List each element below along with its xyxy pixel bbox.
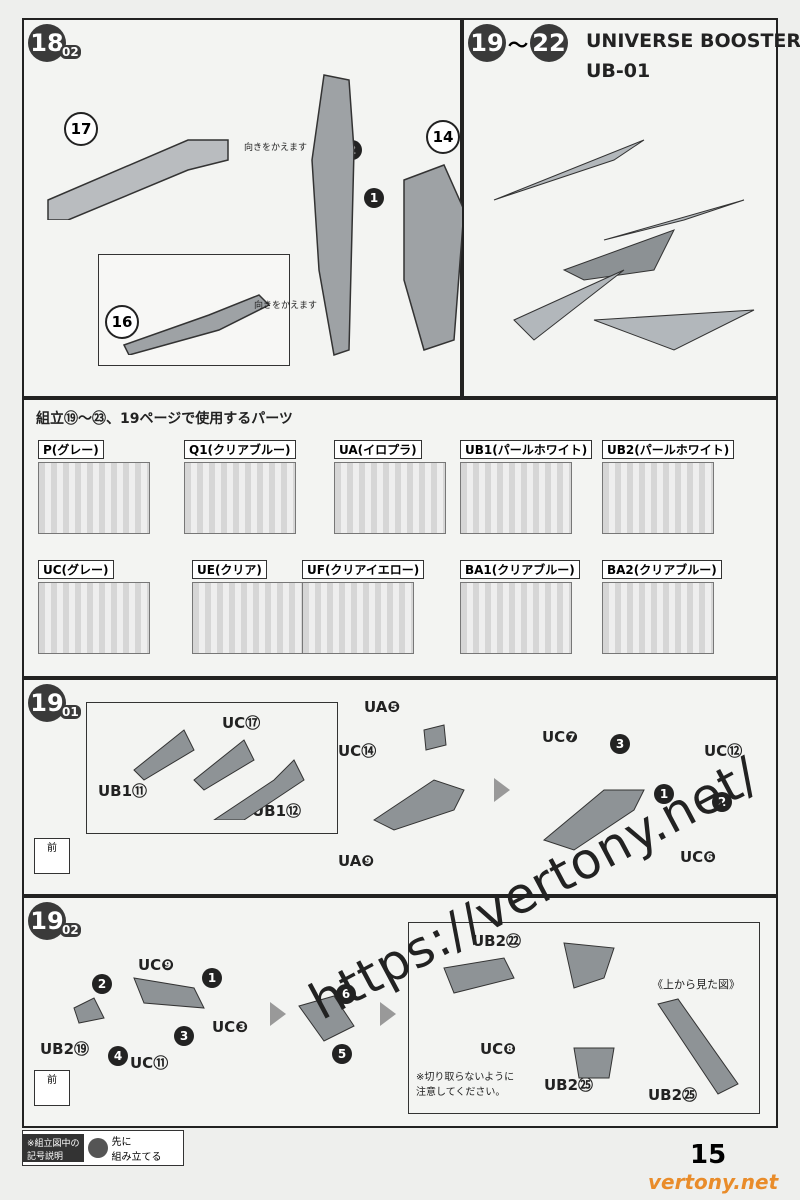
assembly-order-5: 5 xyxy=(332,1044,352,1064)
runner-illustration xyxy=(460,462,572,534)
flow-arrow xyxy=(494,778,510,802)
page-number: 15 xyxy=(690,1140,727,1170)
label-ub1-11: UB1⑪ xyxy=(98,782,148,800)
assembly-19-01b-illustration xyxy=(542,789,645,851)
assembly-order-3: 3 xyxy=(610,734,630,754)
step-number-18: 18 02 xyxy=(28,24,81,62)
part-callout-16: 16 xyxy=(105,305,139,339)
step-19-01-panel: 19 01 UC⑰ UB1⑪ UB1⑫ UA❺ UC⑭ UA❾ UC❼ UC⑫ … xyxy=(22,678,778,896)
label-uc3: UC❸ xyxy=(212,1018,248,1036)
runner-label: UC(グレー) xyxy=(38,560,114,579)
runner-illustration xyxy=(602,582,714,654)
assembly-order-3: 3 xyxy=(174,1026,194,1046)
front-indicator: 前 xyxy=(34,838,70,874)
top-view-label: 《上から見た図》 xyxy=(652,978,740,991)
turn-note-2: 向きをかえます xyxy=(254,301,318,311)
runner-label: UB2(パールホワイト) xyxy=(602,440,735,459)
top-view-illustration xyxy=(657,998,739,1095)
watermark-site: vertony.net xyxy=(648,1170,779,1194)
step-19-02-panel: 19 02 UC❾ UC❸ UC⑪ UB2⑲ 2 1 3 4 6 5 UB2㉒ … xyxy=(22,896,778,1128)
universe-booster-panel: 19 〜 22 UNIVERSE BOOSTER UB-01 xyxy=(462,18,800,398)
assembly-order-1: 1 xyxy=(364,188,384,208)
runner-label: UA(イロプラ) xyxy=(334,440,422,459)
label-ub2-22: UB2㉒ xyxy=(472,932,522,950)
parts-panel: 組立⑲〜㉓、19ページで使用するパーツ P(グレー) Q1(クリアブルー) UA(イ… xyxy=(22,398,778,678)
assembly-order-2: 2 xyxy=(92,974,112,994)
label-uc8: UC❽ xyxy=(480,1040,516,1058)
sub-step-16-box: 16 xyxy=(98,254,290,366)
ub2-parts-illustration xyxy=(443,942,615,1079)
step-range: 19 〜 22 xyxy=(468,24,568,62)
booster-title: UNIVERSE BOOSTER xyxy=(586,30,800,52)
label-ua9: UA❾ xyxy=(338,852,375,870)
part-17-illustration xyxy=(47,139,229,220)
flow-arrow xyxy=(270,1002,286,1026)
runner-illustration xyxy=(184,462,296,534)
runner-label: Q1(クリアブルー) xyxy=(184,440,296,459)
assembly-19-02-illustration xyxy=(73,977,205,1024)
label-ub2-25b: UB2㉕ xyxy=(648,1086,698,1104)
runner-label: UB1(パールホワイト) xyxy=(460,440,593,459)
runner-label: BA2(クリアブルー) xyxy=(602,560,722,579)
legend: ※組立図中の 記号説明 先に 組み立てる xyxy=(22,1130,184,1166)
part-14-illustration xyxy=(403,164,465,351)
label-ub2-19: UB2⑲ xyxy=(40,1040,90,1058)
label-uc17: UC⑰ xyxy=(222,714,261,732)
label-ub2-25a: UB2㉕ xyxy=(544,1076,594,1094)
runner-label: P(グレー) xyxy=(38,440,104,459)
runner-illustration xyxy=(460,582,572,654)
caution-note: ※切り取らないように 注意してください。 xyxy=(416,1072,515,1098)
front-indicator: 前 xyxy=(34,1070,70,1106)
runner-illustration xyxy=(38,582,150,654)
assembly-19-01-illustration xyxy=(373,724,465,831)
runner-illustration xyxy=(192,582,304,654)
assembly-order-6: 6 xyxy=(336,984,356,1004)
assembly-order-1: 1 xyxy=(202,968,222,988)
label-uc14: UC⑭ xyxy=(338,742,377,760)
step-18-panel: 18 02 17 14 向きをかえます 2 1 16 向きをかえます xyxy=(22,18,465,398)
assembly-order-1: 1 xyxy=(654,784,674,804)
part-16-illustration xyxy=(122,294,271,355)
label-ua5: UA❺ xyxy=(364,698,401,716)
booster-subtitle: UB-01 xyxy=(586,60,651,82)
runner-label: UF(クリアイエロー) xyxy=(302,560,425,579)
runner-illustration xyxy=(302,582,414,654)
panel-part-illustration xyxy=(311,74,355,356)
assembly-order-4: 4 xyxy=(108,1046,128,1066)
flow-arrow-2 xyxy=(380,1002,396,1026)
label-uc11: UC⑪ xyxy=(130,1054,169,1072)
part-callout-14: 14 xyxy=(426,120,460,154)
label-uc12: UC⑫ xyxy=(704,742,743,760)
legend-icon xyxy=(87,1138,108,1158)
step-number-19-02: 19 02 xyxy=(28,902,81,940)
assembly-19-02b-illustration xyxy=(298,995,355,1042)
label-uc7: UC❼ xyxy=(542,728,578,746)
assembly-order-2: 2 xyxy=(712,792,732,812)
sub-step-box xyxy=(408,922,760,1114)
legend-text: 先に 組み立てる xyxy=(111,1137,162,1163)
parts-heading: 組立⑲〜㉓、19ページで使用するパーツ xyxy=(36,411,293,427)
part-callout-17: 17 xyxy=(64,112,98,146)
runner-illustration xyxy=(334,462,446,534)
legend-label: ※組立図中の 記号説明 xyxy=(23,1134,84,1162)
runner-illustration xyxy=(38,462,150,534)
runner-label: BA1(クリアブルー) xyxy=(460,560,580,579)
runner-illustration xyxy=(602,462,714,534)
universe-booster-illustration xyxy=(493,139,755,351)
ub1-parts-illustration xyxy=(133,729,305,820)
sub-parts-box xyxy=(86,702,338,834)
step-number-19-01: 19 01 xyxy=(28,684,81,722)
turn-note-1: 向きをかえます xyxy=(244,143,308,153)
label-uc6: UC❻ xyxy=(680,848,716,866)
runner-label: UE(クリア) xyxy=(192,560,267,579)
label-uc9: UC❾ xyxy=(138,956,174,974)
